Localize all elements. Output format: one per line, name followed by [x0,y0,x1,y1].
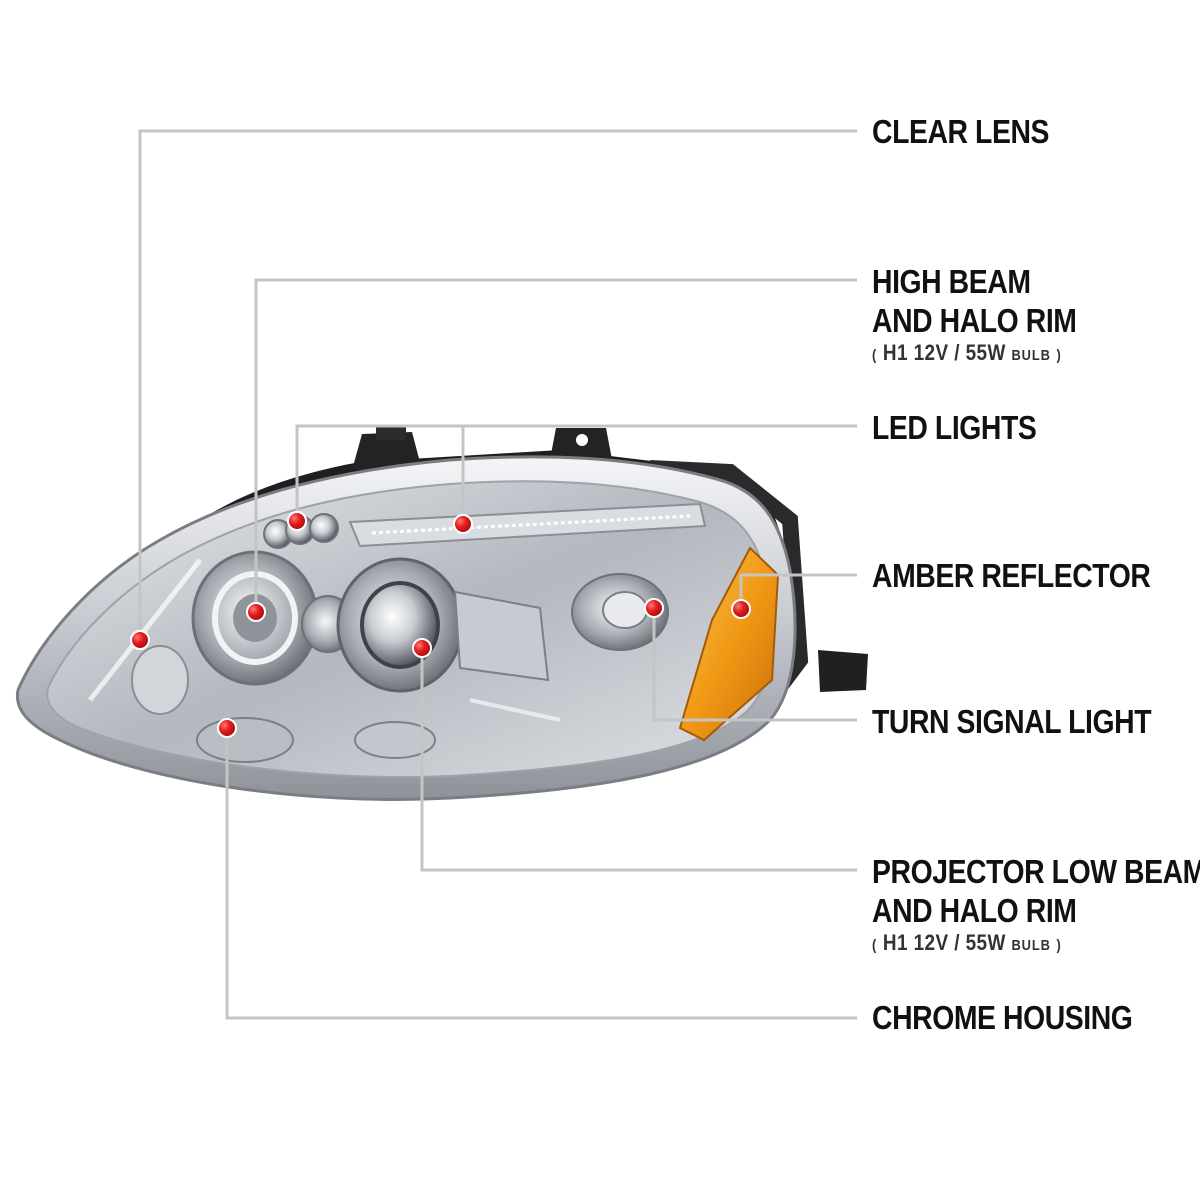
marker-dot-led-small [287,511,307,531]
label-line: CLEAR LENS [872,113,1050,150]
leader-lines [138,129,857,1020]
label-line: AND HALO RIM [872,892,1077,929]
label-line: AMBER REFLECTOR [872,557,1151,594]
callout-clear-lens: CLEAR LENS [872,112,1049,151]
label-line: PROJECTOR LOW BEAM [872,853,1200,890]
projector-barrel [453,590,550,682]
leader-amber-reflector [739,573,857,609]
marker-dot-led-bar [453,514,473,534]
callout-led-lights: LED LIGHTS [872,408,1037,447]
marker-dot-turn-signal [644,598,664,618]
label-line: TURN SIGNAL LIGHT [872,703,1152,740]
mounting-bracket-right [818,650,868,692]
marker-dot-high-beam [246,602,266,622]
label-line: HIGH BEAM [872,263,1031,300]
marker-dot-chrome-housing [217,718,237,738]
label-line: AND HALO RIM [872,302,1077,339]
leader-turn-signal [652,608,857,722]
leader-high-beam [254,278,857,612]
leader-clear-lens [138,129,857,640]
callout-high-beam: HIGH BEAM AND HALO RIM ( H1 12V / 55W BU… [872,262,1077,369]
marker-dot-projector [412,638,432,658]
leader-led-lights [295,424,857,521]
mounting-tab-left [352,432,422,470]
mounting-tab-left-top [376,426,406,440]
marker-dots [130,511,751,738]
callout-amber-reflector: AMBER REFLECTOR [872,556,1151,595]
led-small-3 [309,513,339,543]
label-line: CHROME HOUSING [872,999,1133,1036]
callout-turn-signal: TURN SIGNAL LIGHT [872,702,1152,741]
callout-chrome-housing: CHROME HOUSING [872,998,1133,1037]
bulb-spec: ( H1 12V / 55W BULB ) [872,930,1062,955]
bulb-spec: ( H1 12V / 55W BULB ) [872,340,1062,365]
marker-dot-amber-reflector [731,599,751,619]
mounting-hole [576,434,588,446]
callout-projector-low-beam: PROJECTOR LOW BEAM AND HALO RIM ( H1 12V… [872,852,1200,959]
marker-dot-clear-lens [130,630,150,650]
label-line: LED LIGHTS [872,409,1037,446]
leader-projector [420,648,857,872]
leader-chrome-housing [225,728,857,1020]
